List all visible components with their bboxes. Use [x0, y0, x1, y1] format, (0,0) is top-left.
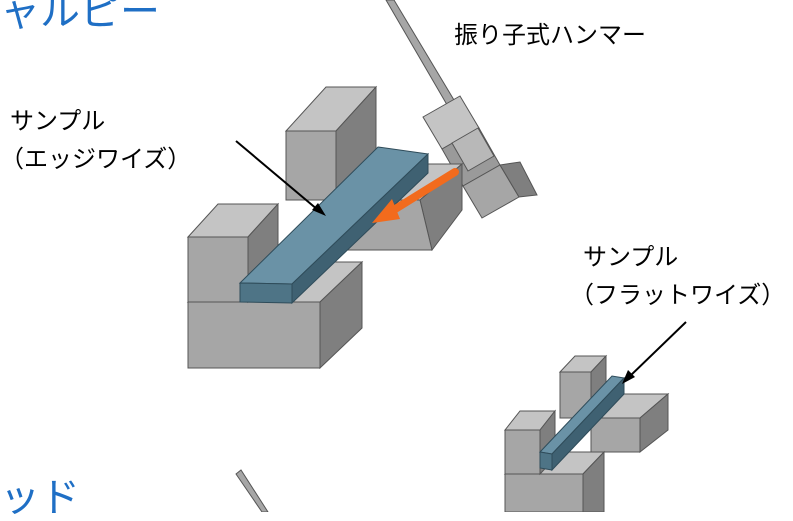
hammer-label: 振り子式ハンマー [454, 21, 646, 49]
edgewise-sample-label: サンプル [10, 107, 106, 135]
izod-pendulum-rod [235, 469, 269, 512]
edgewise-orientation-label: （エッジワイズ） [0, 145, 192, 173]
izod-title: ッド [0, 475, 80, 521]
impact-arrow [372, 168, 459, 223]
flatwise-sample-label: サンプル [583, 243, 679, 271]
sample-bar-edgewise [238, 146, 430, 305]
edgewise-pointer-arrow [235, 140, 326, 216]
flatwise-orientation-label: （フラットワイズ） [570, 281, 786, 309]
flatwise-apparatus [503, 354, 670, 512]
charpy-title: ャルピー [0, 0, 160, 35]
flatwise-pointer-arrow [622, 321, 687, 384]
